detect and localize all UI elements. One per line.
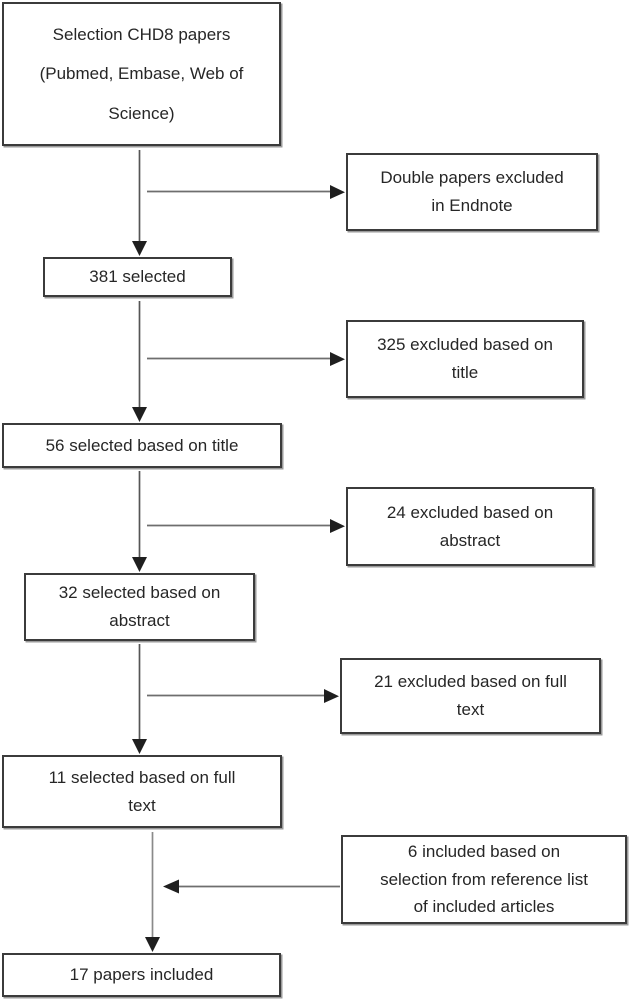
edge-source-to-381	[132, 150, 147, 256]
edge-abstract-to-fulltext	[132, 644, 147, 754]
node-excluded-by-title-text: 325 excluded based on title	[377, 335, 553, 382]
edge-branch-double-papers	[147, 185, 345, 199]
node-selected-by-abstract: 32 selected based on abstract	[24, 573, 255, 641]
node-papers-included-text: 17 papers included	[69, 965, 214, 985]
node-excluded-by-abstract: 24 excluded based on abstract	[346, 487, 594, 566]
node-source-selection: Selection CHD8 papers (Pubmed, Embase, W…	[2, 2, 281, 146]
edge-381-to-title	[132, 301, 147, 422]
node-excluded-by-fulltext-text: 21 excluded based on full text	[374, 672, 567, 719]
edge-branch-excluded-fulltext	[147, 689, 339, 703]
node-included-from-references: 6 included based on selection from refer…	[341, 835, 627, 924]
node-selected-by-fulltext-text: 11 selected based on full text	[48, 767, 236, 815]
node-source-selection-text: Selection CHD8 papers (Pubmed, Embase, W…	[39, 24, 244, 123]
node-excluded-by-fulltext: 21 excluded based on full text	[340, 658, 601, 734]
node-selected-by-title-text: 56 selected based on title	[45, 435, 239, 455]
edge-fulltext-to-included	[145, 832, 160, 952]
node-excluded-by-abstract-text: 24 excluded based on abstract	[386, 502, 554, 550]
edge-branch-excluded-title	[147, 352, 345, 366]
edge-branch-excluded-abstract	[147, 519, 345, 533]
edge-title-to-abstract	[132, 471, 147, 572]
node-selected-by-fulltext: 11 selected based on full text	[2, 755, 282, 828]
node-papers-included: 17 papers included	[2, 953, 281, 997]
node-included-from-references-text: 6 included based on selection from refer…	[380, 842, 588, 917]
node-excluded-double-papers-text: Double papers excluded in Endnote	[380, 168, 564, 215]
node-selected-381: 381 selected	[43, 257, 232, 297]
node-excluded-double-papers: Double papers excluded in Endnote	[346, 153, 598, 231]
node-selected-by-abstract-text: 32 selected based on abstract	[58, 583, 221, 630]
node-excluded-by-title: 325 excluded based on title	[346, 320, 584, 398]
edge-merge-from-reference-list	[163, 879, 340, 894]
node-selected-381-text: 381 selected	[89, 267, 186, 287]
node-selected-by-title: 56 selected based on title	[2, 423, 282, 468]
